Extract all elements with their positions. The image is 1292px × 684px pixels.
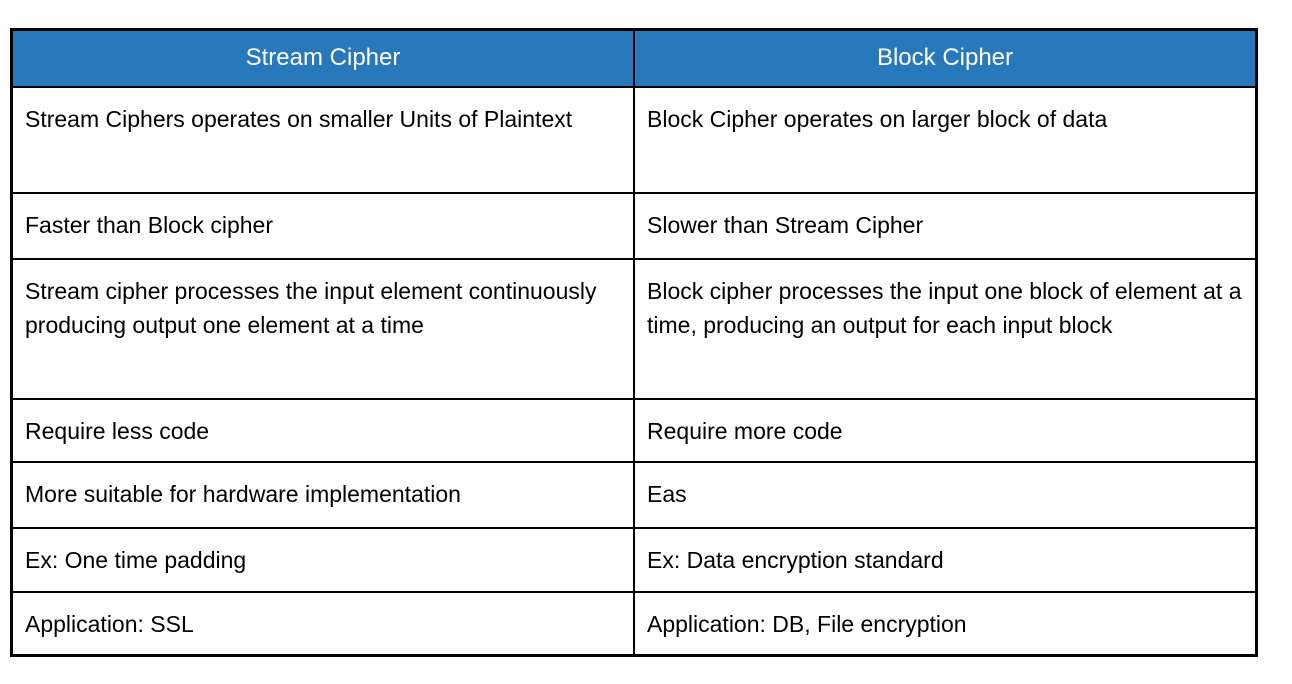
stream-cipher-cell: Stream Ciphers operates on smaller Units… [10,85,635,194]
stream-cipher-cell: Require less code [10,397,635,463]
table-row: Stream Ciphers operates on smaller Units… [10,85,1258,194]
table-header: Stream Cipher Block Cipher [10,28,1258,88]
table-row: Faster than Block cipher Slower than Str… [10,191,1258,260]
column-header-block-cipher: Block Cipher [633,28,1258,88]
stream-cipher-cell: Stream cipher processes the input elemen… [10,257,635,400]
block-cipher-cell: Block Cipher operates on larger block of… [633,85,1258,194]
table-row: Ex: One time padding Ex: Data encryption… [10,526,1258,593]
block-cipher-cell: Require more code [633,397,1258,463]
stream-cipher-cell: Ex: One time padding [10,526,635,593]
header-row: Stream Cipher Block Cipher [10,28,1258,88]
column-header-stream-cipher: Stream Cipher [10,28,635,88]
table-body: Stream Ciphers operates on smaller Units… [10,85,1258,657]
table-row: Application: SSL Application: DB, File e… [10,590,1258,657]
block-cipher-cell: Slower than Stream Cipher [633,191,1258,260]
block-cipher-cell: Application: DB, File encryption [633,590,1258,657]
stream-cipher-cell: Application: SSL [10,590,635,657]
stream-cipher-cell: More suitable for hardware implementatio… [10,460,635,529]
table-row: More suitable for hardware implementatio… [10,460,1258,529]
table-row: Require less code Require more code [10,397,1258,463]
block-cipher-cell: Ex: Data encryption standard [633,526,1258,593]
block-cipher-cell: Eas [633,460,1258,529]
cipher-comparison-table-container: Stream Cipher Block Cipher Stream Cipher… [10,28,1258,657]
cipher-comparison-table: Stream Cipher Block Cipher Stream Cipher… [10,28,1258,657]
table-row: Stream cipher processes the input elemen… [10,257,1258,400]
stream-cipher-cell: Faster than Block cipher [10,191,635,260]
block-cipher-cell: Block cipher processes the input one blo… [633,257,1258,400]
